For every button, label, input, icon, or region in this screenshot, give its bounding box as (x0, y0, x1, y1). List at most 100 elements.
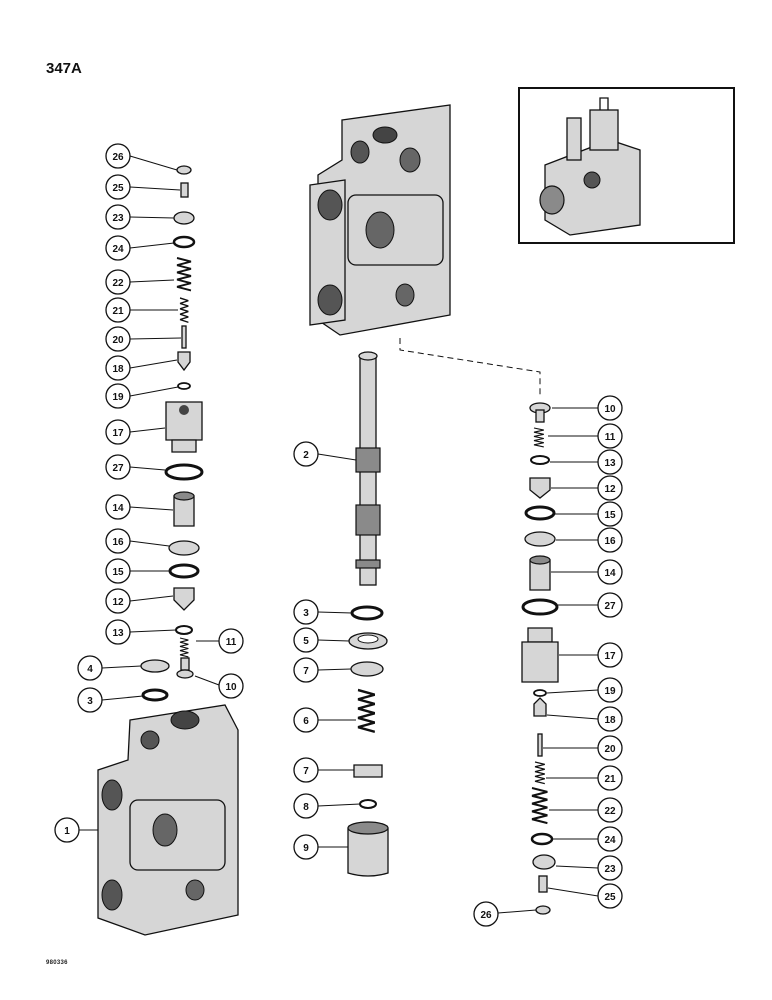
poppet-part-18-right (533, 697, 547, 717)
svg-text:3: 3 (303, 608, 309, 619)
inset-detail-view (518, 87, 735, 244)
spring-part-21-left (179, 297, 190, 324)
svg-text:15: 15 (604, 510, 616, 521)
svg-text:21: 21 (604, 774, 616, 785)
plug-part-12-left (173, 587, 195, 611)
callout-right-27: 27 (558, 592, 623, 618)
callout-left-18: 18 (105, 355, 178, 381)
center-valve-section-body (309, 104, 451, 336)
callout-right-15: 15 (555, 501, 623, 527)
spring-part-6 (356, 688, 377, 734)
svg-text:7: 7 (303, 666, 309, 677)
svg-text:4: 4 (87, 664, 93, 675)
poppet-part-10-left (176, 657, 194, 679)
callout-right-19: 19 (546, 677, 623, 703)
callout-center-3: 3 (293, 599, 353, 625)
svg-text:17: 17 (604, 651, 616, 662)
cap-part-9 (347, 821, 389, 877)
housing-part-17-right (521, 627, 559, 683)
page-number: 347A (46, 60, 82, 77)
svg-text:13: 13 (112, 628, 124, 639)
svg-text:3: 3 (87, 696, 93, 707)
svg-text:14: 14 (112, 503, 124, 514)
oring-part-27-right (521, 598, 559, 616)
svg-text:13: 13 (604, 458, 616, 469)
callout-right-25: 25 (547, 883, 623, 909)
oring-part-24-right (530, 832, 554, 846)
svg-text:26: 26 (480, 910, 492, 921)
callout-left-23: 23 (105, 204, 175, 230)
pin-part-20-left (181, 325, 187, 349)
svg-text:6: 6 (303, 716, 309, 727)
housing-part-17-left (165, 401, 203, 453)
callout-right-13: 13 (550, 449, 623, 475)
callout-left-11: 11 (196, 628, 244, 654)
poppet-part-18-left (177, 351, 191, 372)
callout-right-22: 22 (549, 797, 623, 823)
callout-left-24: 24 (105, 235, 175, 261)
poppet-part-10-right (529, 402, 551, 423)
callout-right-16: 16 (556, 527, 623, 553)
svg-text:9: 9 (303, 843, 309, 854)
svg-text:1: 1 (64, 826, 70, 837)
svg-text:7: 7 (303, 766, 309, 777)
nut-part-26-right (535, 905, 551, 915)
plug-part-23-left (173, 211, 195, 225)
callout-center-2: 2 (293, 441, 357, 467)
oring-part-24-left (172, 235, 196, 249)
callout-right-20: 20 (543, 735, 623, 761)
plate-part-5 (348, 632, 388, 650)
svg-text:11: 11 (226, 637, 237, 648)
callout-left-15: 15 (105, 558, 170, 584)
svg-text:15: 15 (112, 567, 124, 578)
spool-part-2 (355, 351, 381, 586)
callout-left-19: 19 (105, 383, 179, 409)
callout-right-14: 14 (551, 559, 623, 585)
callout-right-10: 10 (552, 395, 623, 421)
callout-left-13: 13 (105, 619, 177, 645)
callout-left-25: 25 (105, 174, 181, 200)
ring-part-8 (359, 799, 377, 809)
seal-part-3-left (141, 688, 169, 702)
oring-part-27-left (164, 463, 204, 481)
callout-right-17: 17 (559, 642, 623, 668)
svg-text:20: 20 (112, 335, 124, 346)
callout-center-8: 8 (293, 793, 361, 819)
callout-right-24: 24 (553, 826, 623, 852)
svg-text:27: 27 (604, 601, 616, 612)
plug-part-23-right (532, 854, 556, 870)
svg-text:22: 22 (112, 278, 124, 289)
svg-text:14: 14 (604, 568, 616, 579)
oring-part-15-left (168, 563, 200, 579)
seal-part-3-center (350, 605, 384, 621)
callout-left-4: 4 (77, 655, 142, 681)
svg-text:22: 22 (604, 806, 616, 817)
svg-text:19: 19 (604, 686, 616, 697)
callout-right-26: 26 (473, 901, 537, 927)
oring-part-13-right (530, 455, 550, 465)
nut-part-26-left (176, 165, 192, 175)
callout-right-18: 18 (546, 706, 623, 732)
dashed-assembly-line (399, 338, 541, 395)
svg-text:2: 2 (303, 450, 309, 461)
callout-center-9: 9 (293, 834, 348, 860)
svg-text:21: 21 (112, 306, 124, 317)
oring-part-19-left (177, 382, 191, 390)
oring-part-13-left (175, 625, 193, 635)
svg-text:24: 24 (604, 835, 616, 846)
callout-left-16: 16 (105, 528, 170, 554)
spring-part-22-left (176, 257, 192, 292)
plug-part-12-right (529, 477, 551, 499)
retainer-part-7-top (350, 661, 384, 677)
callout-center-7-top: 7 (293, 657, 352, 683)
spring-part-22-right (530, 786, 549, 825)
callout-left-17: 17 (105, 419, 166, 445)
callout-center-6: 6 (293, 707, 356, 733)
svg-text:16: 16 (604, 536, 616, 547)
callout-left-1: 1 (54, 817, 98, 843)
callout-left-20: 20 (105, 326, 182, 352)
svg-text:5: 5 (303, 636, 309, 647)
svg-text:8: 8 (303, 802, 309, 813)
svg-text:10: 10 (604, 404, 616, 415)
